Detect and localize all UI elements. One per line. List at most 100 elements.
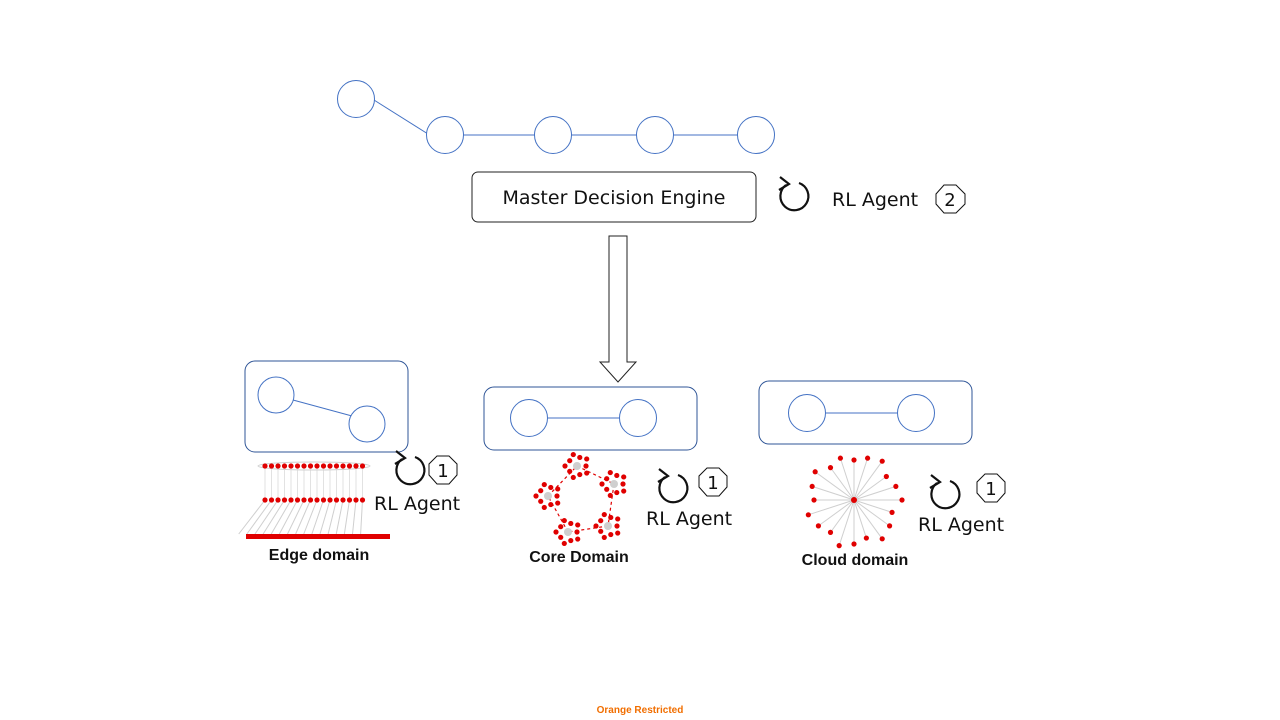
network-link — [303, 499, 318, 535]
network-dot — [598, 528, 604, 534]
rl-loop-icon — [394, 450, 426, 486]
network-dot — [614, 523, 620, 529]
network-hub — [610, 480, 618, 488]
network-dot — [567, 468, 573, 474]
network-dot — [541, 504, 547, 511]
network-dot — [275, 497, 281, 503]
network-dot — [555, 500, 561, 506]
topology-node — [510, 399, 548, 437]
network-dot — [608, 514, 614, 521]
core-domain-label: Core Domain — [529, 549, 629, 566]
network-dot — [577, 454, 583, 461]
network-dot — [883, 473, 889, 480]
network-dot — [621, 474, 627, 480]
network-dot — [574, 529, 580, 535]
down-arrow — [598, 235, 638, 383]
network-dot — [548, 501, 554, 508]
network-link — [311, 499, 324, 535]
network-link — [547, 495, 569, 533]
agent-level-badge — [935, 184, 966, 214]
network-dot — [864, 455, 871, 461]
network-dot — [812, 469, 818, 475]
network-dot — [599, 481, 605, 487]
network-dot — [598, 518, 604, 524]
network-dot — [886, 523, 893, 529]
network-dot — [604, 476, 610, 482]
network-link — [830, 467, 855, 501]
topology-node — [426, 116, 464, 154]
network-dot — [836, 543, 842, 549]
network-link — [287, 499, 305, 535]
cloud-domain-label: Cloud domain — [802, 552, 909, 569]
network-dot — [562, 463, 568, 469]
topology-node — [348, 405, 386, 443]
rl-agent-label: RL Agent — [832, 189, 918, 211]
network-hub — [573, 462, 581, 470]
network-dot — [889, 509, 895, 515]
network-hub — [544, 492, 552, 500]
rl-loop-icon — [778, 176, 810, 212]
network-dot — [346, 497, 353, 503]
network-dot — [851, 457, 857, 463]
master-topology — [337, 80, 775, 154]
network-base-bar — [246, 534, 390, 539]
network-link — [327, 499, 337, 535]
network-link — [262, 499, 285, 535]
network-link — [238, 499, 266, 535]
network-link — [254, 499, 279, 535]
network-dot — [301, 463, 307, 469]
network-dot — [593, 523, 599, 529]
network-dot — [583, 463, 589, 469]
agent-level-number: 1 — [985, 479, 996, 500]
network-link — [853, 460, 883, 501]
topology-node — [619, 399, 657, 437]
network-dot — [601, 511, 607, 518]
network-dot — [333, 463, 340, 469]
network-dot — [620, 481, 626, 487]
network-dot — [601, 534, 607, 541]
network-dot — [899, 497, 905, 503]
topology-node — [257, 376, 295, 414]
network-dot — [320, 463, 327, 469]
network-link — [853, 485, 897, 501]
network-link — [319, 499, 331, 535]
classification-label: Orange Restricted — [597, 705, 684, 716]
cloud-network-graphic — [805, 455, 905, 549]
network-dot — [538, 498, 544, 504]
topology-node — [534, 116, 572, 154]
network-link — [295, 499, 311, 535]
network-dot — [262, 463, 268, 469]
network-dot — [553, 529, 559, 535]
network-dot — [614, 489, 620, 496]
topology-node — [737, 116, 775, 154]
network-link — [839, 457, 855, 501]
network-dot — [615, 530, 621, 536]
network-link — [246, 499, 272, 535]
network-dot — [353, 463, 359, 469]
network-hub — [851, 497, 857, 503]
topology-node — [897, 394, 935, 432]
network-dot — [575, 536, 581, 542]
network-link — [853, 457, 869, 501]
network-dot — [561, 540, 567, 547]
network-dot — [307, 463, 314, 469]
network-dot — [584, 456, 590, 462]
network-dot — [851, 541, 857, 547]
network-dot — [327, 463, 333, 469]
network-dot — [346, 463, 353, 469]
network-dot — [314, 463, 320, 469]
network-dot — [307, 497, 314, 503]
network-dot — [815, 523, 822, 529]
network-dot — [893, 483, 899, 490]
agent-level-number: 1 — [707, 473, 718, 494]
network-dot — [570, 474, 576, 481]
network-hub — [564, 528, 572, 536]
topology-node — [636, 116, 674, 154]
network-link — [343, 499, 350, 535]
edge-network-graphic — [238, 461, 390, 539]
network-link — [830, 499, 855, 533]
network-dot — [327, 497, 333, 503]
network-link — [360, 499, 363, 535]
network-dot — [615, 516, 621, 522]
